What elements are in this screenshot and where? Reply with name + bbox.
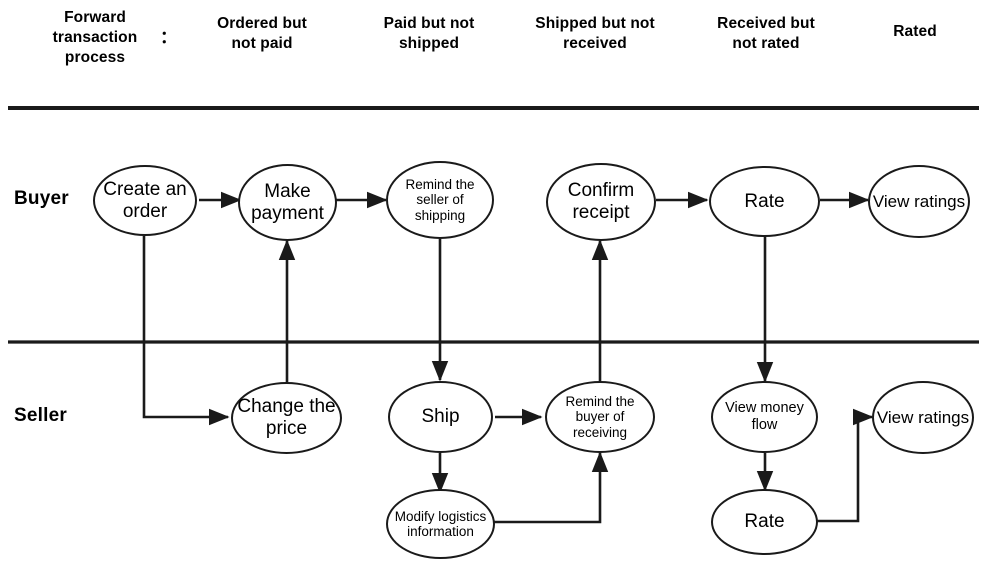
node-view-money-flow[interactable]: View money flow bbox=[711, 381, 818, 453]
node-seller-view-ratings[interactable]: View ratings bbox=[872, 381, 974, 454]
node-ship[interactable]: Ship bbox=[388, 381, 493, 453]
node-confirm-receipt[interactable]: Confirm receipt bbox=[546, 163, 656, 241]
node-remind-the-seller-of-shipping[interactable]: Remind the seller of shipping bbox=[386, 161, 494, 239]
header-col-ordered-not-paid: Ordered but not paid bbox=[217, 15, 307, 53]
node-label: View ratings bbox=[876, 407, 970, 427]
header-colon: ： bbox=[160, 28, 177, 47]
header-col-received-not-rated: Received but not rated bbox=[717, 15, 815, 53]
node-label: Rate bbox=[744, 190, 785, 212]
node-label: View ratings bbox=[872, 191, 966, 211]
node-seller-rate[interactable]: Rate bbox=[711, 489, 818, 555]
node-buyer-rate[interactable]: Rate bbox=[709, 166, 820, 237]
header-col-rated: Rated bbox=[893, 23, 937, 40]
node-label: View money flow bbox=[725, 400, 804, 433]
node-remind-the-buyer-of-receiving[interactable]: Remind the buyer of receiving bbox=[545, 381, 655, 453]
node-label: Remind the seller of shipping bbox=[405, 176, 475, 223]
node-label: Rate bbox=[744, 511, 785, 533]
edge-modify-to-remindbuyer bbox=[494, 451, 609, 524]
header-col-shipped-not-received: Shipped but not received bbox=[535, 15, 655, 53]
header-title: Forward transaction process bbox=[52, 9, 138, 67]
row-label-buyer: Buyer bbox=[14, 188, 69, 209]
node-make-payment[interactable]: Make payment bbox=[238, 164, 337, 241]
node-label: Confirm receipt bbox=[567, 180, 635, 223]
node-modify-logistics-information[interactable]: Modify logistics information bbox=[386, 489, 495, 559]
node-buyer-view-ratings[interactable]: View ratings bbox=[868, 165, 970, 238]
node-change-the-price[interactable]: Change the price bbox=[231, 382, 342, 454]
node-label: Make payment bbox=[251, 180, 324, 224]
node-label: Modify logistics information bbox=[394, 508, 487, 539]
node-label: Create an order bbox=[103, 178, 187, 222]
edge-create-to-changeprice bbox=[142, 236, 230, 426]
node-create-an-order[interactable]: Create an order bbox=[93, 165, 197, 236]
edge-sellerrate-to-viewratings bbox=[817, 408, 874, 523]
node-label: Ship bbox=[421, 406, 460, 428]
header-col-paid-not-shipped: Paid but not shipped bbox=[383, 15, 475, 53]
node-label: Change the price bbox=[237, 396, 336, 439]
row-label-seller: Seller bbox=[14, 405, 67, 426]
node-label: Remind the buyer of receiving bbox=[565, 393, 635, 440]
